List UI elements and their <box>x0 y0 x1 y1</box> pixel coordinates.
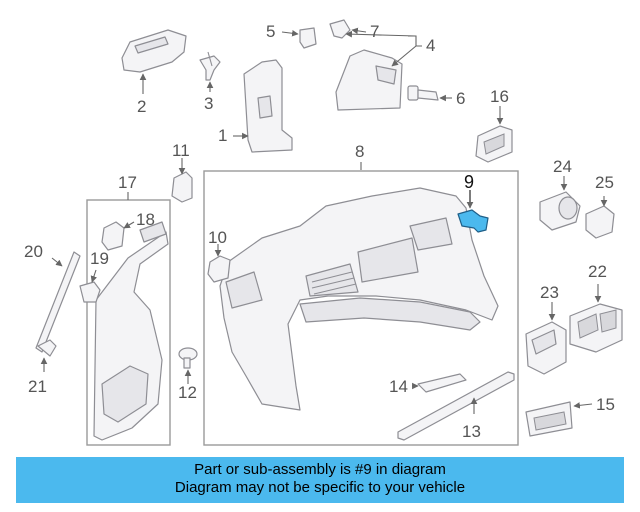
part-21-shape[interactable] <box>37 339 57 372</box>
part-10-shape[interactable] <box>207 244 231 283</box>
callout-17[interactable]: 17 <box>118 173 137 192</box>
callout-11[interactable]: 11 <box>172 141 190 160</box>
banner-line-1: Part or sub-assembly is #9 in diagram <box>194 461 446 478</box>
callout-22[interactable]: 22 <box>588 262 607 281</box>
callout-13[interactable]: 13 <box>462 422 481 441</box>
part-24-shape[interactable] <box>539 176 581 231</box>
part-20-shape[interactable] <box>35 251 81 353</box>
part-7-shape[interactable] <box>329 19 367 39</box>
callout-24[interactable]: 24 <box>553 157 572 176</box>
part-4-shape[interactable] <box>335 30 422 111</box>
part-13-shape[interactable] <box>397 371 515 441</box>
part-22-shape[interactable] <box>569 284 623 353</box>
callout-3[interactable]: 3 <box>204 94 213 113</box>
callout-19[interactable]: 19 <box>90 249 109 268</box>
callout-10[interactable]: 10 <box>208 228 227 247</box>
callout-7[interactable]: 7 <box>370 22 379 41</box>
callout-6[interactable]: 6 <box>456 89 465 108</box>
group-box-8 <box>203 170 519 446</box>
callout-15[interactable]: 15 <box>596 395 615 414</box>
callout-5[interactable]: 5 <box>266 22 275 41</box>
part-19-shape[interactable] <box>79 269 101 303</box>
part-3-shape[interactable] <box>199 51 221 92</box>
part-16-shape[interactable] <box>475 106 513 163</box>
info-banner: Part or sub-assembly is #9 in diagram Di… <box>16 457 624 503</box>
callout-21[interactable]: 21 <box>28 377 47 396</box>
callout-2[interactable]: 2 <box>137 97 146 116</box>
part-25-shape[interactable] <box>585 196 615 239</box>
callout-18[interactable]: 18 <box>136 210 155 229</box>
callout-20[interactable]: 20 <box>24 242 43 261</box>
callout-16[interactable]: 16 <box>490 87 509 106</box>
part-18-shape[interactable] <box>101 221 135 251</box>
part-6-shape[interactable] <box>407 85 452 102</box>
callout-25[interactable]: 25 <box>595 173 614 192</box>
part-5-shape[interactable] <box>281 27 317 49</box>
callout-14[interactable]: 14 <box>389 377 408 396</box>
callout-9[interactable]: 9 <box>464 172 474 192</box>
callout-1[interactable]: 1 <box>218 126 227 145</box>
part-23-shape[interactable] <box>525 302 567 375</box>
part-12-shape[interactable] <box>178 347 198 384</box>
banner-line-2: Diagram may not be specific to your vehi… <box>174 479 466 496</box>
part-9-shape[interactable] <box>457 190 489 233</box>
part-1-shape[interactable] <box>233 59 293 153</box>
part-2-shape[interactable] <box>121 29 187 94</box>
part-15-shape[interactable] <box>525 401 593 437</box>
part-11-shape[interactable] <box>171 158 193 203</box>
callout-8[interactable]: 8 <box>355 142 364 161</box>
part-14-shape[interactable] <box>412 373 467 393</box>
callout-23[interactable]: 23 <box>540 283 559 302</box>
callout-12[interactable]: 12 <box>178 383 197 402</box>
part-17-shape[interactable] <box>93 192 169 441</box>
callout-4[interactable]: 4 <box>426 36 435 55</box>
part-8-shape[interactable] <box>219 162 499 411</box>
